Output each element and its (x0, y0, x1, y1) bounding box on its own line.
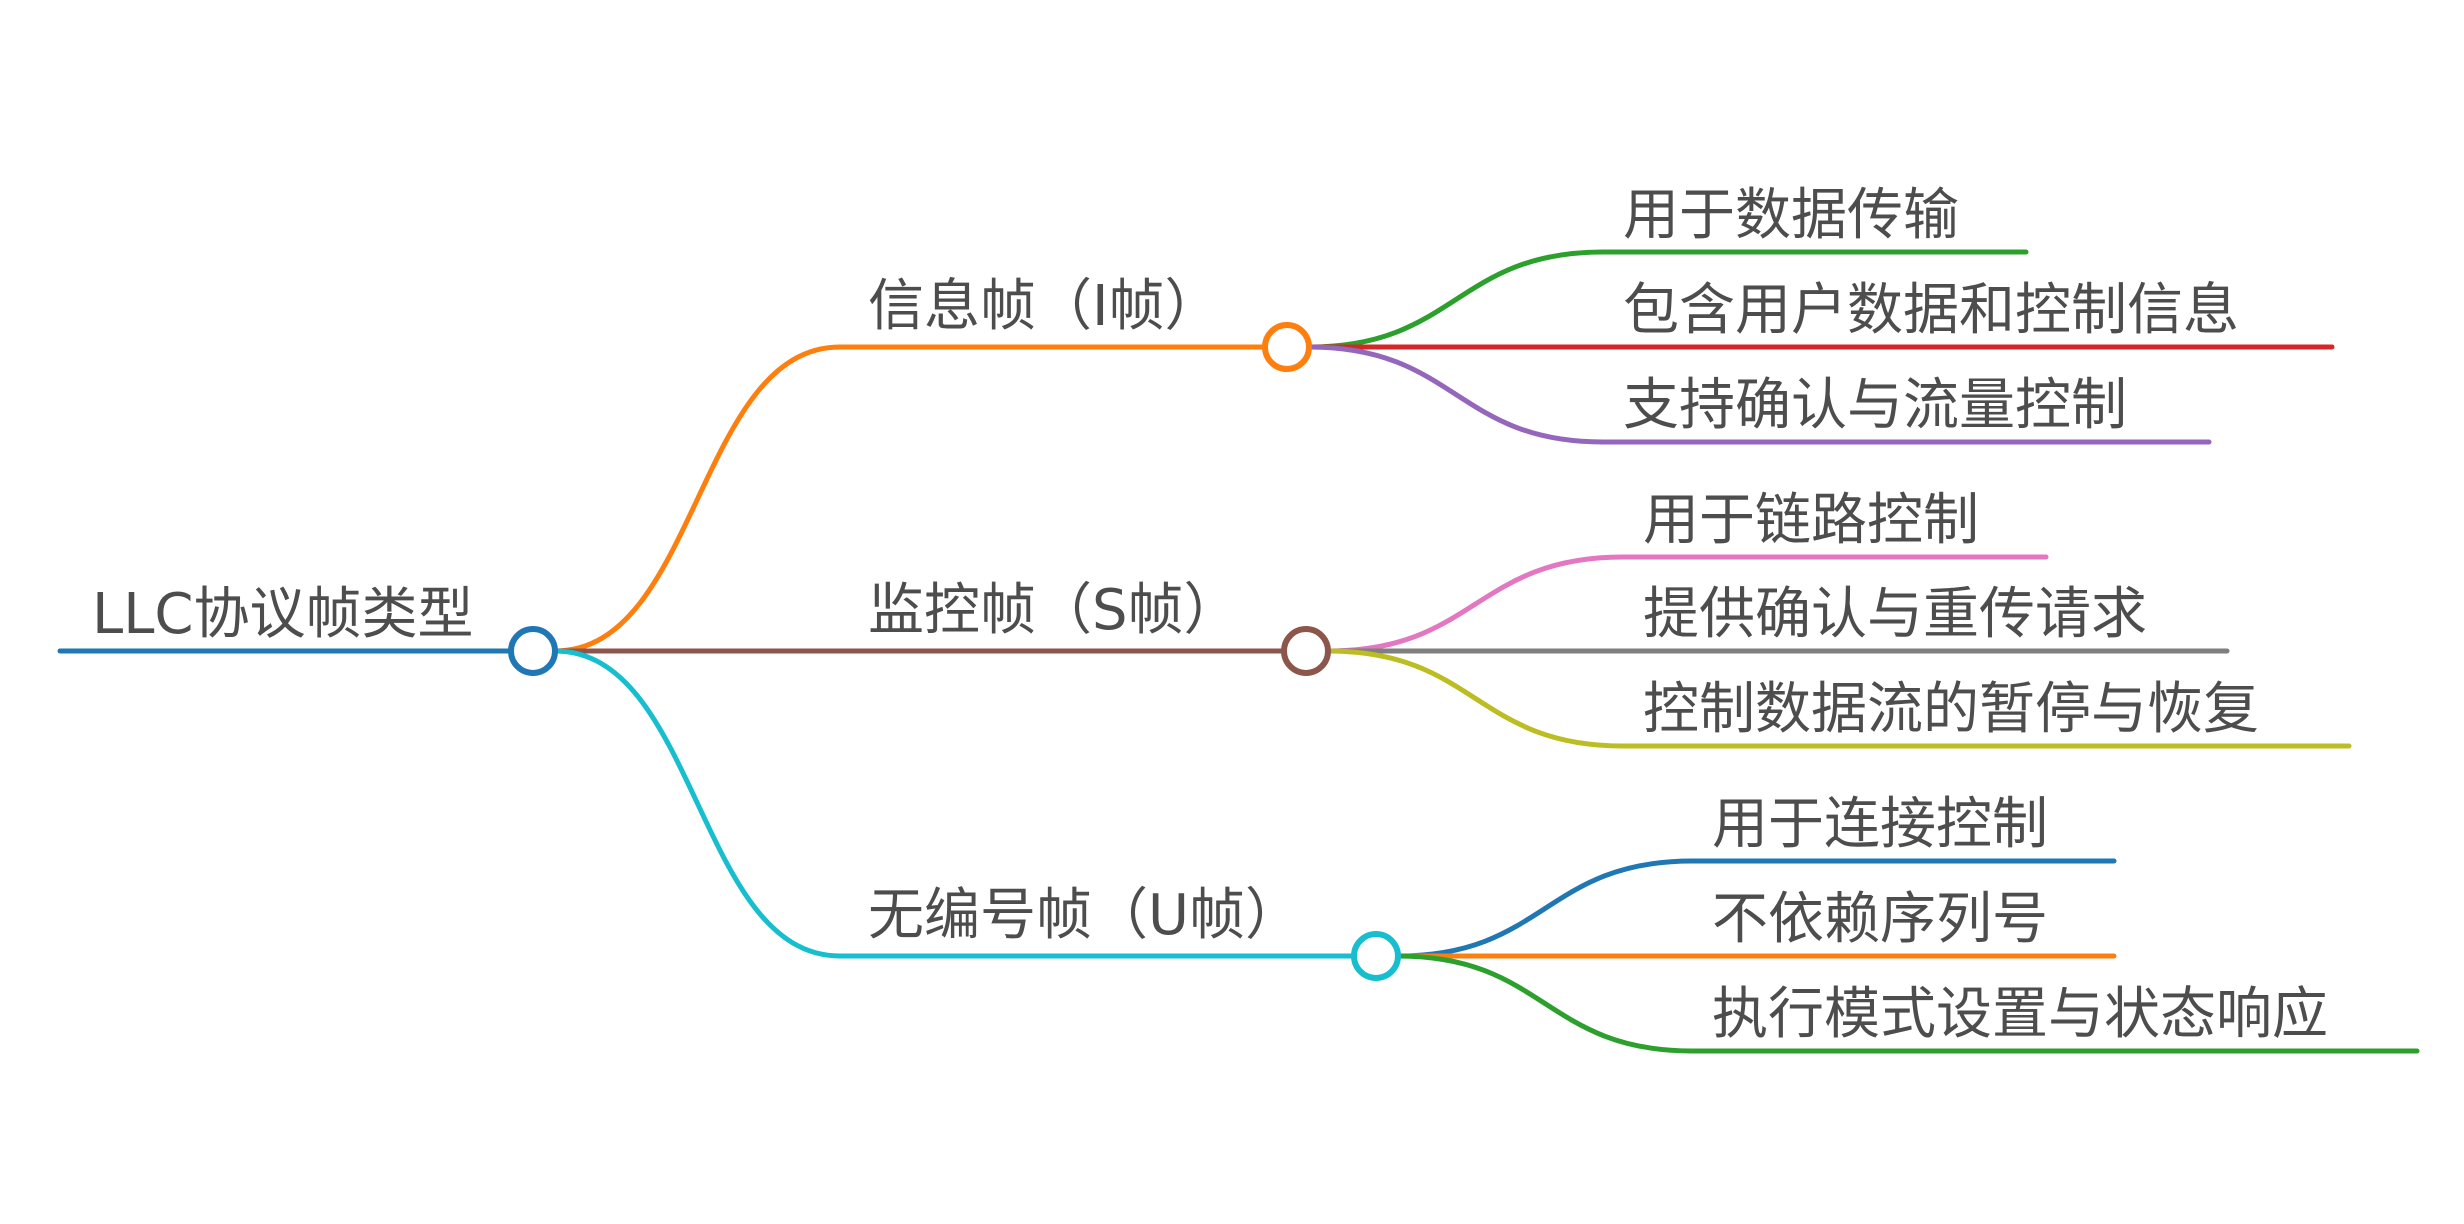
root-node[interactable] (508, 626, 558, 676)
leaf-label-1-3: 支持确认与流量控制 (1623, 373, 2127, 438)
branch-edge-3 (552, 648, 843, 959)
leaf-label-2-2: 提供确认与重传请求 (1643, 582, 2147, 647)
branch-label-2: 监控帧（S帧） (868, 578, 1240, 643)
branch-edge-1 (552, 344, 843, 654)
branch-label-3: 无编号帧（U帧） (868, 883, 1301, 948)
leaf-edge-2-1 (1325, 554, 1626, 654)
leaf-edge-3-3 (1395, 953, 1695, 1054)
leaf-label-2-1: 用于链路控制 (1643, 488, 1979, 553)
leaf-label-1-2: 包含用户数据和控制信息 (1623, 278, 2239, 343)
leaf-edge-2-3 (1325, 648, 1626, 749)
leaf-label-2-3: 控制数据流的暂停与恢复 (1643, 677, 2259, 742)
leaf-label-1-1: 用于数据传输 (1623, 183, 1959, 248)
leaf-label-3-3: 执行模式设置与状态响应 (1712, 982, 2328, 1047)
branch-label-1: 信息帧（I帧） (868, 274, 1221, 339)
branch-node-3[interactable] (1351, 931, 1401, 981)
leaf-edge-3-1 (1395, 858, 1695, 959)
leaf-edge-1-1 (1306, 249, 1606, 350)
leaf-label-3-2: 不依赖序列号 (1712, 887, 2048, 952)
leaf-edge-1-3 (1306, 344, 1606, 445)
root-label: LLC协议帧类型 (92, 582, 474, 647)
leaf-label-3-1: 用于连接控制 (1712, 792, 2048, 857)
branch-node-2[interactable] (1281, 626, 1331, 676)
branch-node-1[interactable] (1262, 322, 1312, 372)
